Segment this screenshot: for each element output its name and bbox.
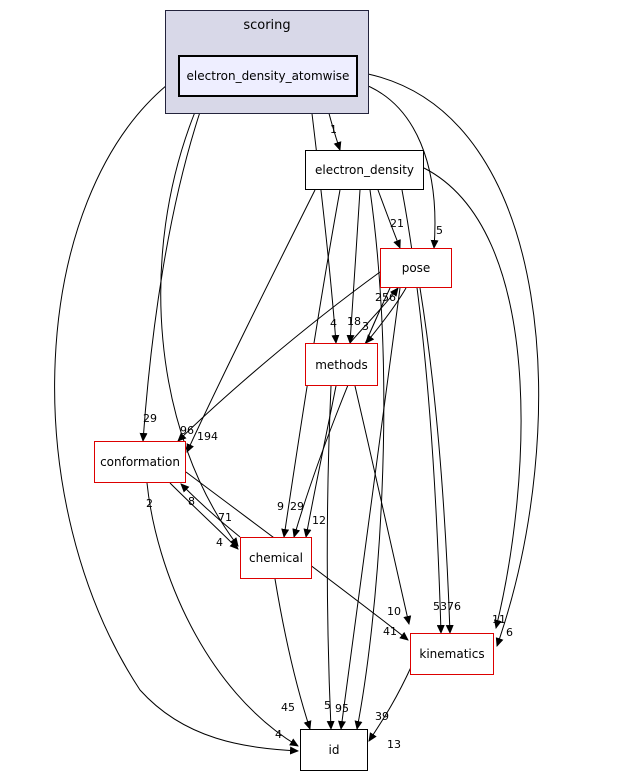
edge-label: 2	[146, 497, 153, 510]
edge-label: 5	[436, 224, 443, 237]
edge-label: 194	[197, 430, 218, 443]
node-electron-density-atomwise[interactable]: electron_density_atomwise	[178, 55, 358, 97]
edge-label: 41	[383, 625, 397, 638]
edge-label: 39	[375, 710, 389, 723]
cluster-scoring-label: scoring	[243, 18, 291, 33]
edge-label: 76	[447, 600, 461, 613]
node-methods-label: methods	[315, 357, 368, 372]
edge-label: 3	[362, 320, 369, 333]
node-electron-density[interactable]: electron_density	[305, 150, 424, 190]
edge-label: 11	[492, 613, 506, 626]
node-chemical-label: chemical	[249, 551, 303, 565]
node-methods[interactable]: methods	[305, 343, 378, 386]
node-id-label: id	[328, 743, 340, 757]
edge-label: 8	[188, 495, 195, 508]
edge-label: 95	[335, 702, 349, 715]
node-kinematics-label: kinematics	[419, 647, 485, 661]
node-conformation-label: conformation	[100, 455, 180, 469]
node-pose[interactable]: pose	[380, 248, 452, 288]
edge-label: 4	[275, 728, 282, 741]
node-id[interactable]: id	[300, 729, 368, 771]
node-pose-label: pose	[401, 261, 431, 275]
node-chemical[interactable]: chemical	[240, 537, 312, 579]
edge-label: 10	[387, 605, 401, 618]
edge-label: 21	[390, 217, 404, 230]
edge-label: 6	[506, 626, 513, 639]
edge-label: 5	[324, 699, 331, 712]
edge-label: 4	[216, 536, 223, 549]
edge-label: 1	[330, 123, 337, 136]
edge-label: 18	[347, 315, 361, 328]
edge-label: 29	[290, 500, 304, 513]
edge-label: 4	[330, 317, 337, 330]
edge-label: 256	[375, 291, 396, 304]
node-electron-density-atomwise-label: electron_density_atomwise	[186, 69, 350, 83]
edge-label: 53	[433, 600, 447, 613]
edge-label: 45	[281, 701, 295, 714]
edge-label: 9	[277, 500, 284, 513]
edge-label: 71	[218, 511, 232, 524]
edge-label: 29	[143, 412, 157, 425]
node-electron-density-label: electron_density	[314, 163, 415, 177]
edge-label: 12	[312, 514, 326, 527]
node-conformation[interactable]: conformation	[94, 441, 186, 483]
edge-label: 13	[387, 738, 401, 751]
edge-label: 96	[180, 424, 194, 437]
node-kinematics[interactable]: kinematics	[410, 633, 494, 675]
